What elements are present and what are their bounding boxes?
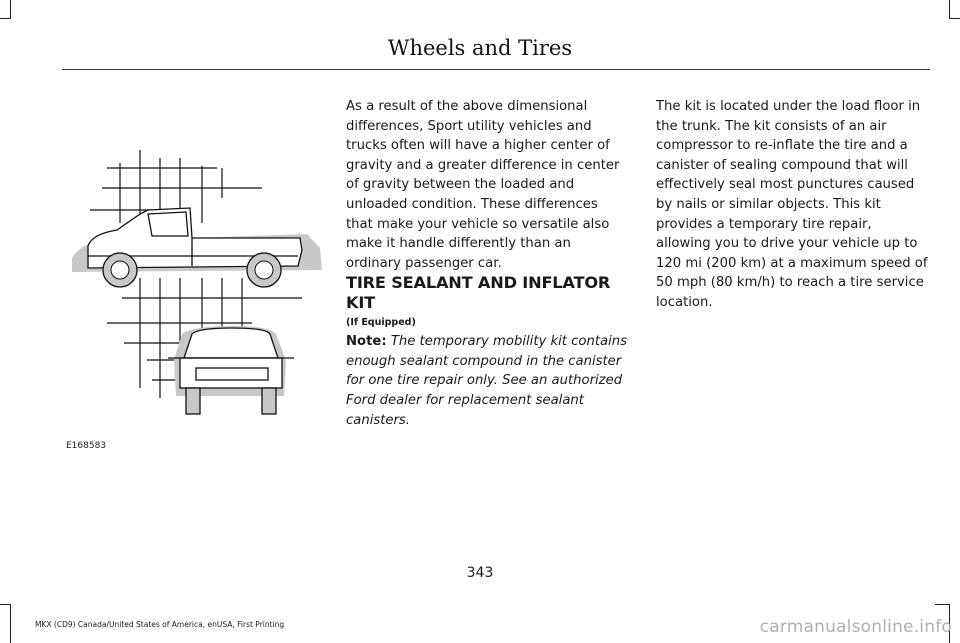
if-equipped-label: (If Equipped) (346, 316, 416, 328)
page-number: 343 (466, 565, 494, 581)
truck-side-wheels (102, 252, 282, 288)
crop-mark-bottom-right-h (935, 604, 950, 605)
crop-mark-bottom-left-h (0, 604, 11, 605)
crop-mark-top-right-v (949, 0, 950, 18)
printing-info: MKX (CD9) Canada/United States of Americ… (35, 620, 285, 629)
note-label: Note: (346, 334, 387, 350)
figure-id: E168583 (66, 441, 107, 451)
kit-description-paragraph: The kit is located under the load floor … (656, 99, 928, 310)
column-left: As a result of the above dimensional dif… (346, 97, 628, 430)
page-header-title: Wheels and Tires (387, 36, 573, 60)
crop-mark-top-right-h (949, 18, 960, 19)
truck-grid-illustration (72, 150, 322, 415)
note-text: The temporary mobility kit contains enou… (346, 334, 627, 428)
crop-mark-bottom-left-v (10, 604, 11, 643)
header-divider (62, 69, 930, 70)
note-paragraph: Note: The temporary mobility kit contain… (346, 332, 628, 430)
section-title: TIRE SEALANT AND INFLATOR KIT (346, 273, 611, 312)
watermark: carmanualsonline.info (759, 617, 952, 637)
intro-paragraph: As a result of the above dimensional dif… (346, 99, 620, 271)
column-right: The kit is located under the load floor … (656, 97, 930, 313)
crop-mark-top-left-v (10, 0, 11, 18)
vehicle-illustration (62, 138, 342, 428)
crop-mark-bottom-right-v (949, 604, 950, 643)
crop-mark-top-left-h (0, 18, 11, 19)
truck-rear-outline (168, 327, 294, 415)
